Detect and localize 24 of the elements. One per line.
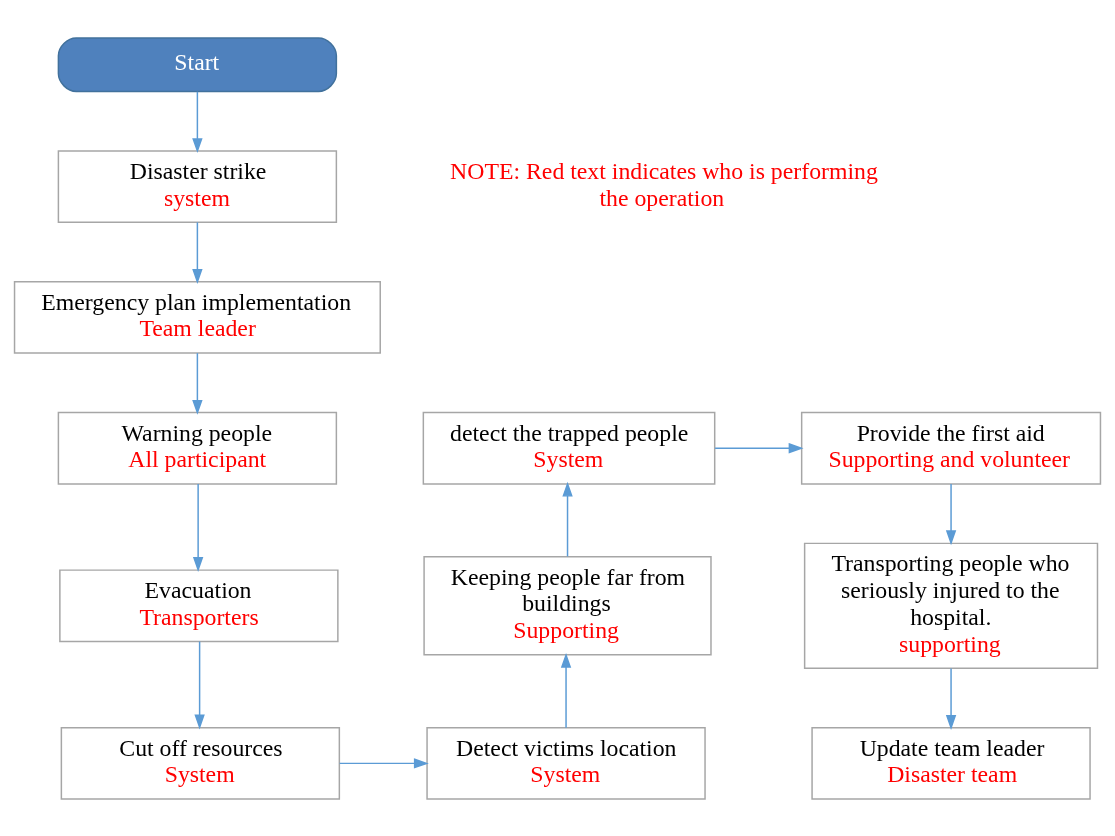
arrow [192, 351, 203, 415]
arrow [338, 757, 429, 769]
node-box: Transporting people who seriously injured to the hospital. supporting [803, 542, 1099, 669]
label: NOTE: Red text indicates who is performing the operation [450, 157, 878, 211]
arrow [562, 481, 573, 557]
node-box: Start [57, 36, 338, 92]
node-box: Provide the first aid Supporting and volunteer [800, 411, 1102, 485]
arrow [192, 221, 203, 284]
arrow [192, 90, 203, 153]
arrow [560, 652, 572, 728]
arrow [945, 667, 957, 730]
node-box: Update team leader Disaster team [811, 726, 1091, 800]
node-box: detect the trapped people System [422, 411, 716, 485]
arrow [194, 640, 205, 729]
node-box: Warning people All participant [57, 411, 338, 485]
arrow [192, 482, 204, 572]
arrow [714, 442, 804, 453]
node-box: Disaster strike system [57, 149, 338, 223]
node-box: Emergency plan implementation Team leader [13, 280, 381, 354]
node-box: Detect victims location System [426, 726, 706, 800]
arrow [945, 482, 957, 545]
node-box: Keeping people far from buildings Supporting [423, 555, 712, 656]
node-box: Evacuation Transporters [59, 568, 339, 642]
node-box: Cut off resources System [60, 726, 341, 800]
